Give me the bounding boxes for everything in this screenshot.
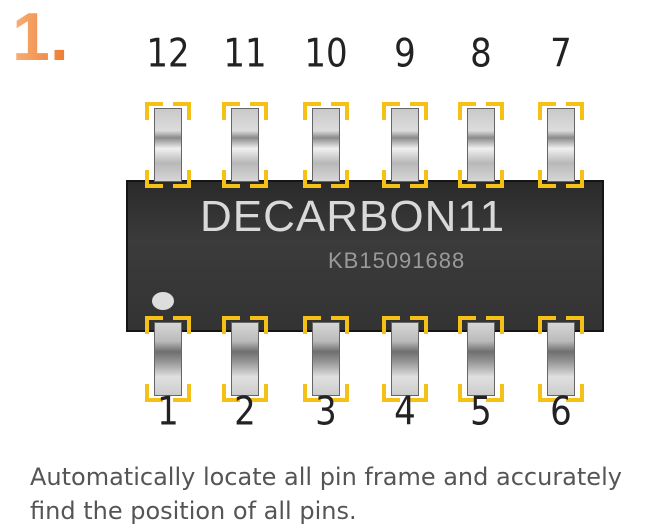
pin-with-detection-frame <box>303 102 349 188</box>
frame-corner <box>222 170 240 188</box>
frame-corner <box>458 384 476 402</box>
pin-lead <box>312 108 340 182</box>
chip-marking-main: DECARBON11 <box>200 192 506 241</box>
frame-corner <box>566 384 584 402</box>
pin-lead <box>154 108 182 182</box>
caption: Automatically locate all pin frame and a… <box>30 460 622 528</box>
frame-corner <box>486 384 504 402</box>
frame-corner <box>331 102 349 120</box>
frame-corner <box>303 170 321 188</box>
pin-label: 8 <box>470 31 492 77</box>
frame-corner <box>458 316 476 334</box>
frame-corner <box>250 316 268 334</box>
frame-corner <box>303 316 321 334</box>
frame-corner <box>145 102 163 120</box>
frame-corner <box>410 316 428 334</box>
pin-label: 7 <box>550 31 572 77</box>
pin-with-detection-frame <box>222 102 268 188</box>
pin-with-detection-frame <box>303 316 349 402</box>
pin-with-detection-frame <box>382 316 428 402</box>
frame-corner <box>222 384 240 402</box>
pin-lead <box>547 322 575 396</box>
pin-label: 9 <box>394 31 416 77</box>
pin-lead <box>154 322 182 396</box>
frame-corner <box>566 170 584 188</box>
caption-line-2: find the position of all pins. <box>30 497 357 525</box>
frame-corner <box>538 102 556 120</box>
frame-corner <box>458 170 476 188</box>
pin-lead <box>231 108 259 182</box>
frame-corner <box>303 102 321 120</box>
pin-label: 1 <box>157 389 179 435</box>
frame-corner <box>145 170 163 188</box>
frame-corner <box>538 316 556 334</box>
frame-corner <box>250 384 268 402</box>
frame-corner <box>410 384 428 402</box>
pin-label: 12 <box>146 31 190 77</box>
pin-lead <box>391 108 419 182</box>
frame-corner <box>331 384 349 402</box>
frame-corner <box>250 170 268 188</box>
frame-corner <box>410 102 428 120</box>
pin-lead <box>391 322 419 396</box>
frame-corner <box>222 316 240 334</box>
frame-corner <box>382 102 400 120</box>
frame-corner <box>222 102 240 120</box>
frame-corner <box>173 170 191 188</box>
pin-with-detection-frame <box>222 316 268 402</box>
pin-with-detection-frame <box>538 102 584 188</box>
pin-label: 11 <box>223 31 267 77</box>
pin-with-detection-frame <box>382 102 428 188</box>
frame-corner <box>382 384 400 402</box>
frame-corner <box>566 316 584 334</box>
pin-lead <box>467 108 495 182</box>
pin-with-detection-frame <box>538 316 584 402</box>
pin-label: 4 <box>394 389 416 435</box>
ic-chip: DECARBON11 KB15091688 <box>126 180 604 332</box>
pin-label: 6 <box>550 389 572 435</box>
frame-corner <box>173 384 191 402</box>
frame-corner <box>145 316 163 334</box>
frame-corner <box>173 316 191 334</box>
pin-lead <box>547 108 575 182</box>
pin-with-detection-frame <box>458 316 504 402</box>
pin-with-detection-frame <box>458 102 504 188</box>
frame-corner <box>538 170 556 188</box>
frame-corner <box>486 316 504 334</box>
chip-marking-code: KB15091688 <box>328 248 466 273</box>
pin-lead <box>467 322 495 396</box>
frame-corner <box>331 170 349 188</box>
frame-corner <box>303 384 321 402</box>
pin1-dot-indicator <box>152 292 174 310</box>
step-number: 1. <box>12 0 69 75</box>
pin-lead <box>312 322 340 396</box>
frame-corner <box>486 170 504 188</box>
pin-label: 5 <box>470 389 492 435</box>
frame-corner <box>566 102 584 120</box>
frame-corner <box>145 384 163 402</box>
frame-corner <box>410 170 428 188</box>
pin-with-detection-frame <box>145 102 191 188</box>
frame-corner <box>538 384 556 402</box>
frame-corner <box>382 170 400 188</box>
frame-corner <box>250 102 268 120</box>
frame-corner <box>382 316 400 334</box>
frame-corner <box>331 316 349 334</box>
pin-lead <box>231 322 259 396</box>
frame-corner <box>486 102 504 120</box>
pin-label: 3 <box>315 389 337 435</box>
pin-label: 10 <box>304 31 348 77</box>
frame-corner <box>458 102 476 120</box>
pin-with-detection-frame <box>145 316 191 402</box>
frame-corner <box>173 102 191 120</box>
caption-line-1: Automatically locate all pin frame and a… <box>30 463 622 491</box>
pin-label: 2 <box>234 389 256 435</box>
